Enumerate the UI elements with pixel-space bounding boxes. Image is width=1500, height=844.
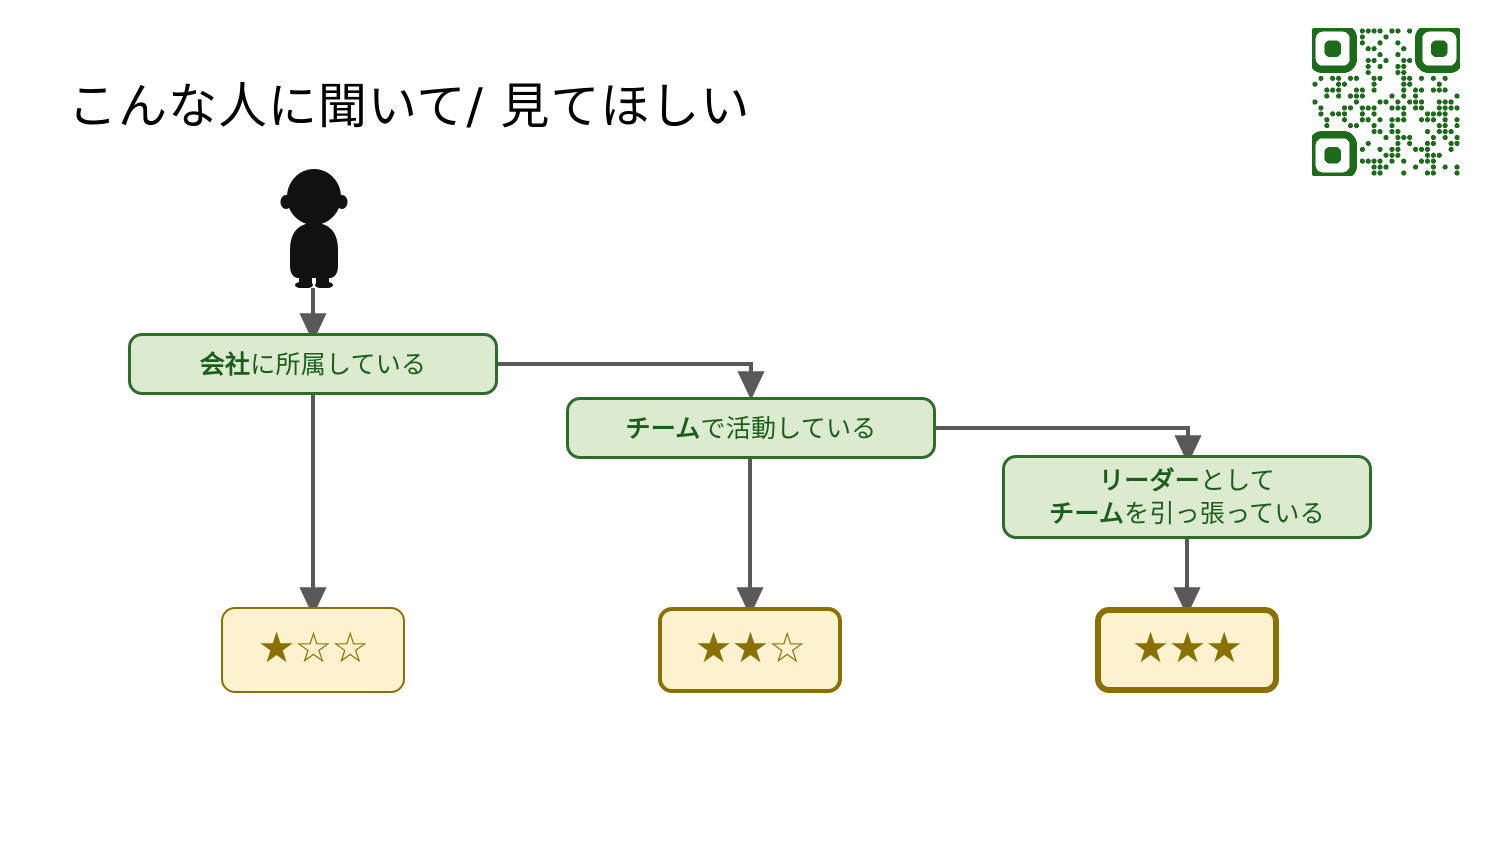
condition-label-rest: として [1200, 466, 1276, 495]
condition-box-team[interactable]: チームで活動している [566, 397, 936, 459]
rating-box-three-star[interactable]: ★★★ [1095, 607, 1279, 693]
condition-label-line2-lead: チーム [1049, 499, 1125, 528]
condition-label-lead: リーダー [1098, 466, 1200, 495]
rating-box-one-star[interactable]: ★☆☆ [221, 607, 405, 693]
condition-label-rest: に所属している [250, 349, 427, 379]
connector-cond2-to-cond3 [936, 426, 1202, 464]
condition-label: チームで活動している [625, 412, 876, 445]
condition-label: 会社に所属している [200, 348, 427, 381]
person-silhouette-icon [275, 166, 353, 289]
condition-label-lead: 会社 [199, 349, 251, 379]
condition-box-company[interactable]: 会社に所属している [128, 333, 498, 395]
star-rating: ★★☆ [694, 623, 806, 672]
condition-label: リーダーとして チームを引っ張っている [1049, 464, 1325, 530]
condition-label-line2-rest: を引っ張っている [1124, 499, 1325, 528]
connector-cond1-to-cond2 [498, 362, 765, 400]
condition-label-lead: チーム [625, 413, 701, 443]
star-rating: ★☆☆ [257, 623, 369, 672]
condition-box-leader[interactable]: リーダーとして チームを引っ張っている [1002, 455, 1372, 539]
condition-label-rest: で活動している [700, 413, 877, 443]
qr-code-icon[interactable] [1308, 24, 1464, 180]
page-title: こんな人に聞いて/ 見てほしい [68, 78, 751, 135]
star-rating: ★★★ [1131, 623, 1243, 672]
rating-box-two-star[interactable]: ★★☆ [658, 607, 842, 693]
